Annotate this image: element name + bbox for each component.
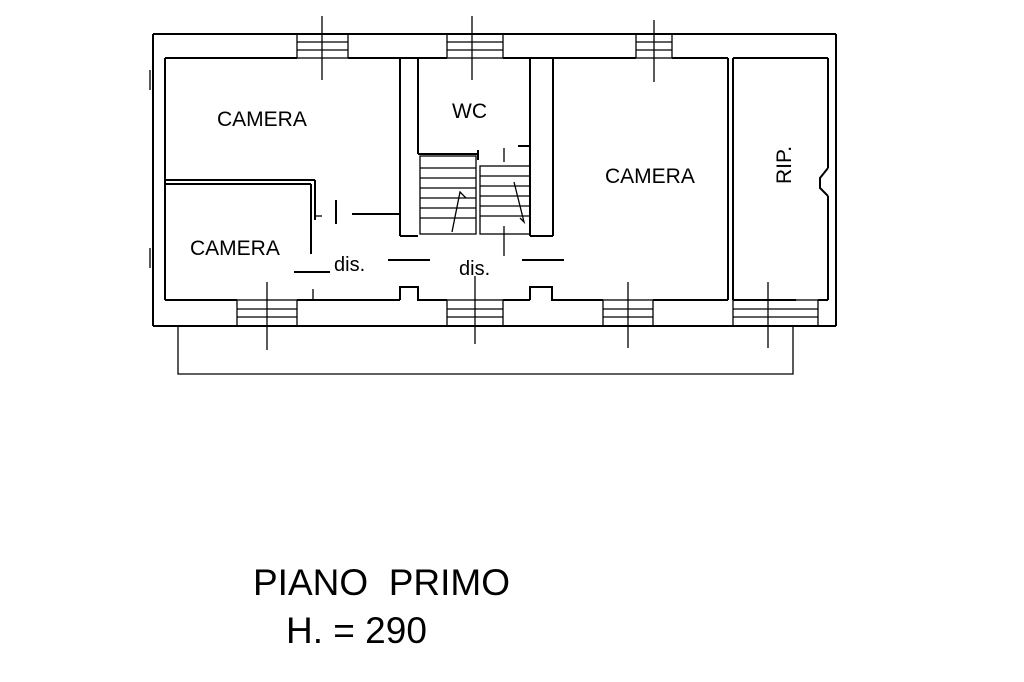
corridor-label-left: dis. (334, 254, 365, 276)
plan-title: PIANO PRIMO H. = 290 (253, 562, 510, 651)
room-label-wc: WC (452, 100, 487, 123)
room-label-camera-right: CAMERA (605, 165, 695, 188)
floor-name: PIANO PRIMO (253, 562, 510, 603)
room-label-rip: RIP. (773, 146, 796, 184)
room-label-camera-bottom-left: CAMERA (190, 237, 280, 260)
interior-walls (165, 58, 734, 300)
corridor-label-center: dis. (459, 258, 490, 280)
room-label-camera-top-left: CAMERA (217, 108, 307, 131)
floor-height: H. = 290 (286, 610, 427, 651)
windows (236, 16, 819, 350)
room-labels: CAMERA CAMERA WC CAMERA RIP. dis. dis. (190, 100, 796, 280)
balcony (177, 326, 794, 375)
